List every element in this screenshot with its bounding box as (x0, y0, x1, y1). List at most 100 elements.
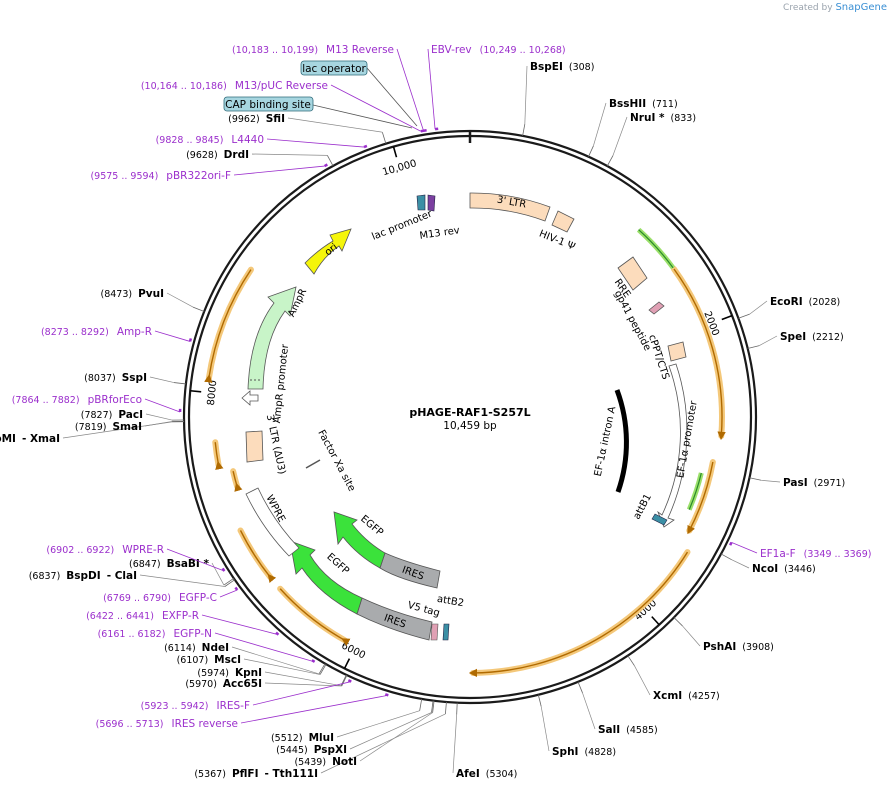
enzyme-position: (5445) (276, 745, 308, 756)
enzyme-position: (6847) (129, 559, 161, 570)
primer-label: (5923 .. 5942)IRES-F (141, 700, 250, 712)
enzyme-position: (833) (671, 113, 697, 124)
feature-arc-green (636, 227, 676, 270)
enzyme-tick (747, 345, 760, 349)
enzyme-position: (7819) (75, 422, 107, 433)
enzyme-extra: - XmaI (22, 433, 60, 445)
primer-leader (330, 84, 421, 132)
enzyme-tick (173, 382, 186, 385)
enzyme-leader (144, 421, 173, 427)
primer-label: (9828 .. 9845)L4440 (156, 134, 264, 146)
enzyme-position: (6837) (29, 571, 61, 582)
enzyme-label: (5439)NotI (294, 756, 357, 768)
enzyme-tick (318, 663, 326, 675)
enzyme-leader (582, 692, 596, 730)
enzyme-label: SpeI(2212) (780, 331, 844, 343)
enzyme-label: BssHII(711) (609, 98, 678, 110)
enzyme-name: SpeI (780, 331, 806, 343)
watermark-product: SnapGene (835, 2, 887, 13)
snapgene-watermark: Created by SnapGene (783, 2, 887, 13)
enzyme-tick (577, 681, 583, 694)
primer-label: (7864 .. 7882)pBRforEco (12, 394, 142, 406)
wpre-box (245, 487, 300, 557)
enzyme-leader (211, 562, 225, 586)
primer-leader (252, 681, 352, 706)
enzyme-extra: - Tth111I (265, 768, 319, 780)
tick-mark (721, 314, 733, 321)
primer-name: WPRE-R (122, 544, 164, 556)
enzyme-tick (588, 145, 594, 157)
enzyme-name: NotI (332, 756, 357, 768)
primer-range: (6161 .. 6182) (98, 629, 166, 640)
primer-leader (201, 614, 279, 636)
primer-range: (8273 .. 8292) (41, 327, 109, 338)
enzyme-label: (5970)Acc65I (185, 678, 262, 690)
enzyme-position: (5367) (194, 769, 226, 780)
lac-operator-label: lac operator (302, 63, 366, 75)
tick-label: 10,000 (381, 158, 418, 178)
m13-rev-box (427, 194, 436, 212)
enzyme-leader (682, 625, 701, 647)
enzyme-label: (5367) PflFI - Tth111I (194, 768, 318, 780)
enzyme-leader (243, 658, 321, 675)
enzyme-tick (627, 655, 635, 666)
primer-label: (6902 .. 6922)WPRE-R (46, 544, 164, 556)
enzyme-name: MluI (309, 732, 334, 744)
factor-xa-label: Factor Xa site (315, 428, 357, 493)
boxed-feature-lac-operator: lac operator (300, 60, 418, 127)
primer-range: (9828 .. 9845) (156, 135, 224, 146)
enzyme-position: (9628) (186, 150, 218, 161)
enzyme-label: PshAI(3908) (703, 641, 774, 653)
enzyme-tick (537, 694, 542, 707)
primer-label: (10,164 .. 10,186)M13/pUC Reverse (141, 80, 328, 92)
enzyme-position: (3446) (784, 564, 816, 575)
enzyme-label: NcoI(3446) (752, 563, 816, 575)
primer-name: M13 Reverse (326, 44, 394, 56)
enzyme-leader (264, 682, 342, 687)
enzyme-position: (8037) (84, 373, 116, 384)
primer-label: (10,183 .. 10,199)M13 Reverse (232, 44, 394, 56)
primer-leader (219, 589, 238, 598)
enzyme-name: PasI (783, 477, 808, 489)
primer-name: EGFP-N (173, 628, 212, 640)
enzyme-name: NruI * (630, 112, 665, 124)
enzyme-leader (139, 574, 225, 587)
primer-leader (731, 542, 758, 554)
enzyme-label: EcoRI(2028) (770, 296, 840, 308)
primer-range: (9575 .. 9594) (90, 171, 158, 182)
ltr-3-prime-top (469, 192, 551, 222)
enzyme-position: (6114) (164, 643, 196, 654)
enzyme-tick (456, 702, 458, 715)
enzyme-tick (445, 701, 447, 715)
primer-range: (6422 .. 6441) (86, 611, 154, 622)
enzyme-position: (9962) (228, 114, 260, 125)
enzyme-position: (5512) (271, 733, 303, 744)
primer-leader (233, 165, 325, 176)
primer-name: EF1a-F (760, 548, 796, 560)
enzyme-position: (8473) (100, 289, 132, 300)
enzyme-leader (251, 153, 328, 156)
enzyme-name: KpnI (235, 667, 262, 679)
enzyme-label: XcmI(4257) (653, 690, 720, 702)
orf-arcs (204, 227, 726, 678)
plasmid-name: pHAGE-RAF1-S257L (409, 406, 530, 419)
primer-name: M13/pUC Reverse (235, 80, 328, 92)
enzyme-name: TspMI (0, 433, 16, 445)
primer-labels: EF1a-F (3349 .. 3369) (5696 .. 5713)IRES r… (12, 44, 872, 730)
enzyme-label: (9962)SfiI (228, 113, 285, 125)
attb2-box (442, 623, 450, 641)
enzyme-tick (720, 553, 732, 561)
enzyme-name: BspEI (530, 61, 563, 73)
enzyme-name: MscI (214, 654, 241, 666)
enzyme-name: PflFI (232, 768, 259, 780)
primer-name: pBRforEco (88, 394, 142, 406)
ampr-promoter-arrow (241, 390, 259, 406)
primer-label: (5696 .. 5713)IRES reverse (96, 718, 238, 730)
enzyme-tick (223, 577, 235, 586)
tick-label: 8000 (206, 380, 219, 406)
enzyme-leader (452, 714, 458, 774)
primer-range: (3349 .. 3369) (804, 549, 872, 560)
enzyme-position: (5974) (197, 668, 229, 679)
primer-leader (240, 694, 389, 724)
enzyme-name: BsaBI * (167, 558, 210, 570)
